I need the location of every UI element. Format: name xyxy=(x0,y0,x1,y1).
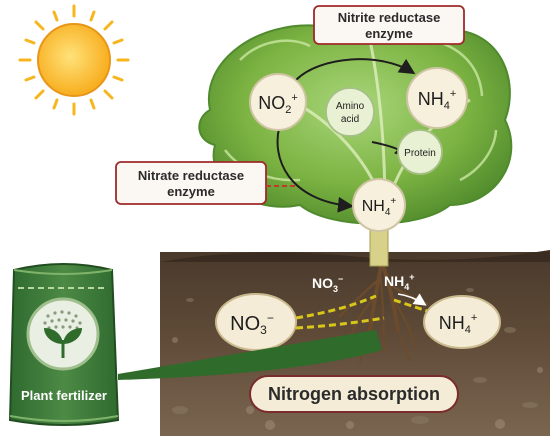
root-uptake-labels: NO3− NH4+ xyxy=(312,272,427,306)
svg-text:NH4+: NH4+ xyxy=(384,272,415,292)
svg-text:NO2+: NO2+ xyxy=(258,92,298,116)
nitrate-reductase-line1: Nitrate reductase xyxy=(138,168,244,183)
ammonium-node-middle: NH4+ xyxy=(352,178,406,232)
fertilizer-bag: Plant fertilizer xyxy=(8,263,120,426)
soil-nitrate-sub: 3 xyxy=(260,323,267,337)
root-ammonium-arrow xyxy=(397,293,427,306)
protein-text: Protein xyxy=(404,148,436,159)
soil-ammonium-sup: + xyxy=(471,312,477,324)
root-ammonium-sup: + xyxy=(409,272,414,282)
amino-acid-node: Amino acid xyxy=(325,87,375,137)
root-nitrate-base: NO xyxy=(312,275,333,291)
nitrite-reductase-line1: Nitrite reductase xyxy=(338,10,441,25)
ammonium-top-sup: + xyxy=(450,88,456,100)
nitrogen-absorption-label: Nitrogen absorption xyxy=(249,375,459,413)
nitrite-reductase-line2: enzyme xyxy=(365,26,413,41)
root-nitrate-sub: 3 xyxy=(333,284,338,294)
root-ammonium-sub: 4 xyxy=(404,282,409,292)
plant-leaves xyxy=(198,9,513,267)
nitrogen-absorption-text: Nitrogen absorption xyxy=(268,384,440,404)
ammonium-mid-sup: + xyxy=(390,196,396,207)
nitrate-soil-node: NO3− xyxy=(215,293,297,351)
fertilizer-flow-wedge xyxy=(118,330,382,380)
nitrite-sub: 2 xyxy=(285,104,291,116)
svg-text:NO3−: NO3− xyxy=(230,311,274,337)
seedling-icon xyxy=(44,328,82,358)
nitrate-reductase-line2: enzyme xyxy=(167,184,215,199)
nitrate-reductase-label: Nitrate reductase enzyme xyxy=(115,161,298,205)
amino-line2: acid xyxy=(341,114,359,125)
nitrite-base: NO xyxy=(258,93,285,113)
ammonium-node-top: NH4+ xyxy=(406,67,468,129)
nitrite-reductase-label: Nitrite reductase enzyme xyxy=(313,5,465,45)
ammonium-mid-base: NH xyxy=(362,198,385,215)
ammonium-top-sub: 4 xyxy=(444,100,450,112)
svg-text:NH4+: NH4+ xyxy=(362,196,397,218)
nitrate-branch-arrow xyxy=(276,123,354,213)
soil-ammonium-base: NH xyxy=(439,313,465,333)
root-ammonium-base: NH xyxy=(384,273,404,289)
nitrite-sup: + xyxy=(291,92,297,104)
svg-text:NO3−: NO3− xyxy=(312,274,343,294)
sun-icon xyxy=(18,4,130,116)
uptake-dashed-lines xyxy=(295,294,437,330)
svg-text:NH4+: NH4+ xyxy=(418,88,457,112)
root-nitrate-sup: − xyxy=(338,274,343,284)
ammonium-soil-node: NH4+ xyxy=(423,295,501,349)
ammonium-mid-sub: 4 xyxy=(385,207,391,218)
amino-line1: Amino xyxy=(336,101,365,112)
soil-ammonium-sub: 4 xyxy=(465,324,471,336)
nitrite-to-ammonium-arrow xyxy=(295,58,416,81)
nitrite-node: NO2+ xyxy=(249,73,307,131)
protein-node: Protein xyxy=(397,129,443,175)
fertilizer-text: Plant fertilizer xyxy=(21,388,107,403)
ammonium-top-base: NH xyxy=(418,89,444,109)
soil-nitrate-base: NO xyxy=(230,313,260,335)
soil-nitrate-sup: − xyxy=(267,311,274,325)
svg-text:NH4+: NH4+ xyxy=(439,312,478,336)
